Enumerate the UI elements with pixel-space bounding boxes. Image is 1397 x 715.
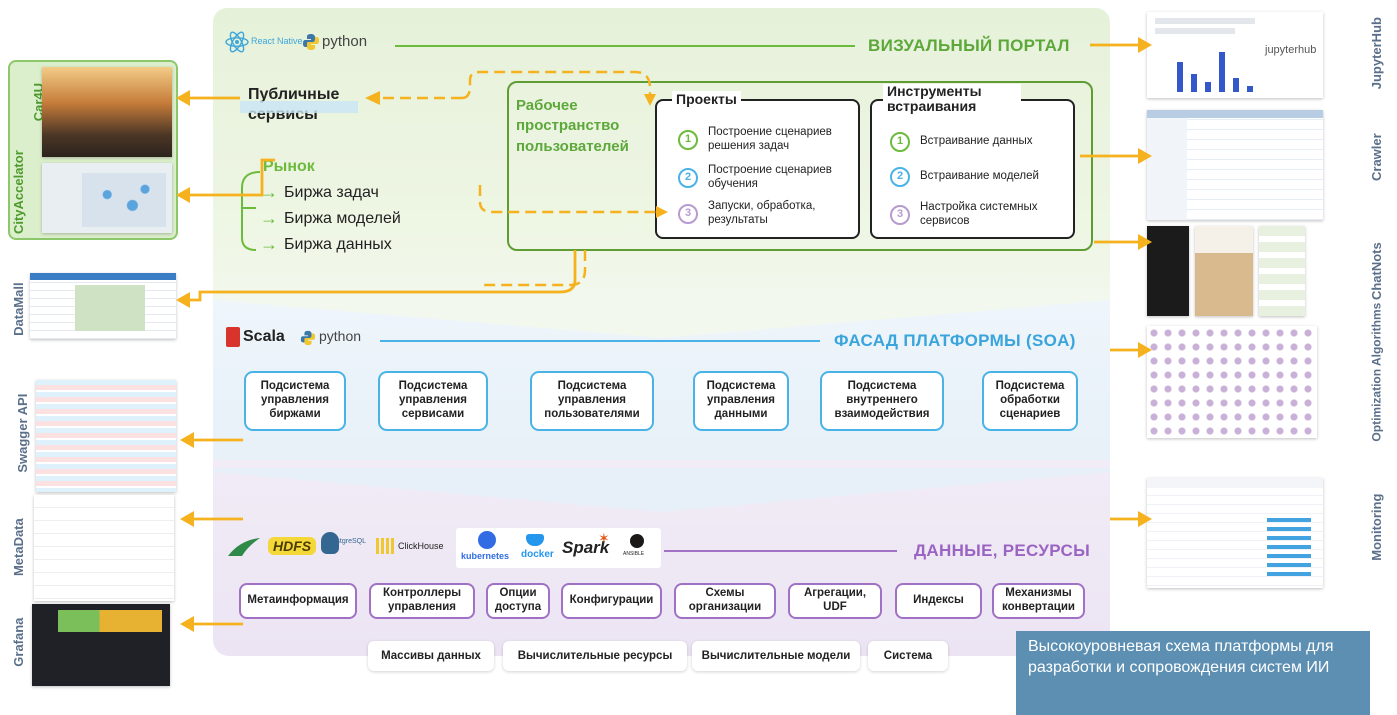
subsystem-scenarios: Подсистема обработки сценариев: [982, 371, 1078, 431]
monitoring-screenshot: [1147, 478, 1323, 588]
portal-title-line: [395, 45, 855, 47]
data-title: ДАННЫЕ, РЕСУРСЫ: [914, 541, 1091, 560]
arrow-right-icon: →: [260, 234, 278, 254]
facade-title: ФАСАД ПЛАТФОРМЫ (SOA): [834, 331, 1076, 350]
spark-star-icon: ✶: [598, 530, 610, 546]
bird-logo-icon: [226, 536, 262, 558]
facade-chevron: [213, 468, 1110, 512]
subsystem-data: Подсистема управления данными: [693, 371, 789, 431]
arrow-right-icon: →: [260, 208, 278, 228]
scala-logo-icon: [226, 327, 240, 347]
subsystem-exchanges: Подсистема управления биржами: [244, 371, 346, 431]
arrow-right-icon: →: [260, 182, 278, 202]
data-title-line: [664, 550, 897, 552]
docker-logo: docker: [521, 549, 554, 560]
scala-logo-text: Scala: [243, 328, 285, 345]
component-access: Опции доступа: [486, 583, 550, 619]
map-preview: [82, 173, 166, 227]
facade-title-line: [380, 340, 820, 342]
chatnots-screenshot-2: [1195, 226, 1253, 316]
chatnots-screenshot-1: [1147, 226, 1189, 316]
market-title: Рынок: [263, 158, 315, 175]
clickhouse-bars-icon: [376, 538, 396, 554]
base-compute-resources: Вычислительные ресурсы: [503, 641, 687, 671]
hdfs-logo: HDFS: [268, 537, 317, 555]
base-system: Система: [868, 641, 948, 671]
postgresql-elephant-icon: [321, 532, 339, 554]
optimization-screenshot: [1147, 326, 1317, 438]
workspace-title: Рабочее пространство пользователей: [516, 97, 629, 155]
market-item-tasks: →Биржа задач: [260, 182, 379, 202]
tools-title: Инструменты встраивания: [883, 83, 1021, 115]
component-indexes: Индексы: [895, 583, 982, 619]
kubernetes-logo-icon: [478, 531, 496, 549]
component-controllers: Контроллеры управления: [369, 583, 475, 619]
grafana-screenshot: [32, 604, 170, 686]
react-native-logo-icon: [225, 30, 249, 54]
jupyterhub-logo: jupyterhub: [1265, 44, 1317, 56]
metadata-screenshot: [34, 495, 174, 601]
diagram-caption: Высокоуровневая схема платформы для разр…: [1016, 631, 1370, 715]
subsystem-interaction: Подсистема внутреннего взаимодействия: [820, 371, 944, 431]
portal-title: ВИЗУАЛЬНЫЙ ПОРТАЛ: [868, 36, 1070, 55]
portal-chevron: [213, 294, 1110, 338]
component-conversion: Механизмы конвертации: [992, 583, 1085, 619]
docker-logo-icon: [526, 534, 544, 546]
crawler-screenshot: [1147, 110, 1323, 220]
market-bracket: [241, 171, 261, 251]
component-configs: Конфигурации: [561, 583, 662, 619]
component-aggregations: Агрегации, UDF: [788, 583, 882, 619]
public-services-highlight: [240, 101, 358, 113]
clickhouse-logo: ClickHouse: [398, 541, 444, 551]
market-item-data: →Биржа данных: [260, 234, 392, 254]
swagger-screenshot: [36, 380, 176, 492]
postgresql-logo: PostgreSQL: [327, 538, 366, 545]
workspace-box: [507, 81, 1093, 251]
jupyterhub-screenshot: jupyterhub: [1147, 12, 1323, 98]
component-schemas: Схемы организации: [674, 583, 776, 619]
python-logo-icon: [302, 33, 320, 51]
chatnots-screenshot-3: [1259, 226, 1305, 316]
car4u-screenshot: [42, 67, 172, 157]
react-native-logo-text: React Native: [251, 36, 303, 46]
base-compute-models: Вычислительные модели: [692, 641, 860, 671]
kubernetes-logo: kubernetes: [461, 551, 510, 561]
ansible-logo-icon: [630, 534, 644, 548]
python-logo-text: python: [322, 33, 368, 50]
market-item-models: →Биржа моделей: [260, 208, 401, 228]
cityaccelerator-screenshot: [42, 163, 172, 233]
datamall-screenshot: [30, 273, 176, 339]
projects-title: Проекты: [672, 91, 741, 107]
subsystem-users: Подсистема управления пользователями: [530, 371, 654, 431]
base-data-arrays: Массивы данных: [368, 641, 494, 671]
spark-logo: Spark: [562, 538, 610, 557]
subsystem-services: Подсистема управления сервисами: [378, 371, 488, 431]
python-logo-text-facade: python: [319, 328, 362, 344]
python-logo-icon-facade: [300, 330, 316, 346]
ansible-logo: ANSIBLE: [623, 551, 645, 557]
component-metainfo: Метаинформация: [239, 583, 357, 619]
